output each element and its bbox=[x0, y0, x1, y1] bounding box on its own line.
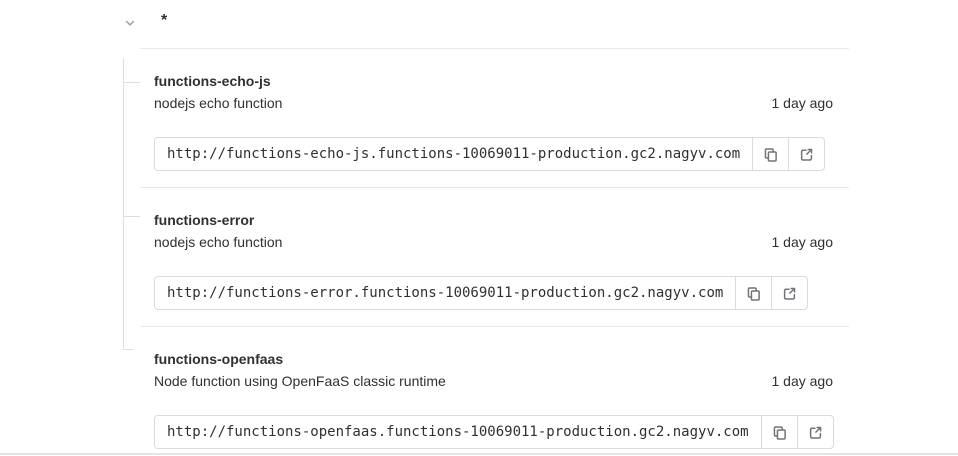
function-name: functions-echo-js bbox=[154, 73, 271, 89]
external-link-icon bbox=[799, 147, 814, 162]
function-updated-time: 1 day ago bbox=[771, 373, 834, 389]
open-url-button[interactable] bbox=[788, 137, 826, 171]
external-link-icon bbox=[808, 425, 823, 440]
function-description: nodejs echo function bbox=[154, 234, 283, 250]
copy-url-button[interactable] bbox=[735, 276, 773, 310]
copy-url-button[interactable] bbox=[752, 137, 790, 171]
function-row: functions-echo-js nodejs echo function 1… bbox=[140, 49, 849, 188]
tree-tick bbox=[124, 216, 140, 217]
function-row: functions-openfaas Node function using O… bbox=[140, 327, 849, 456]
copy-icon bbox=[772, 425, 787, 440]
open-url-button[interactable] bbox=[796, 415, 834, 449]
copy-icon bbox=[763, 147, 778, 162]
tree-guide-line bbox=[123, 58, 124, 350]
function-name: functions-error bbox=[154, 212, 255, 228]
function-updated-time: 1 day ago bbox=[771, 95, 834, 111]
function-description: Node function using OpenFaaS classic run… bbox=[154, 373, 446, 389]
environment-name: * bbox=[161, 12, 168, 29]
open-url-button[interactable] bbox=[771, 276, 809, 310]
function-url-input[interactable] bbox=[154, 137, 754, 171]
functions-list: functions-echo-js nodejs echo function 1… bbox=[140, 48, 849, 456]
function-meta: nodejs echo function 1 day ago bbox=[154, 95, 833, 111]
copy-icon bbox=[746, 286, 761, 301]
function-url-input[interactable] bbox=[154, 276, 737, 310]
tree-tick bbox=[124, 349, 133, 350]
copy-url-button[interactable] bbox=[760, 415, 798, 449]
function-row: functions-error nodejs echo function 1 d… bbox=[140, 188, 849, 327]
function-url-input[interactable] bbox=[154, 415, 762, 449]
page-bottom-border bbox=[0, 453, 958, 455]
chevron-down-icon[interactable] bbox=[122, 15, 138, 31]
function-meta: nodejs echo function 1 day ago bbox=[154, 234, 833, 250]
external-link-icon bbox=[782, 286, 797, 301]
function-updated-time: 1 day ago bbox=[771, 234, 834, 250]
function-description: nodejs echo function bbox=[154, 95, 283, 111]
function-url-group bbox=[154, 415, 834, 449]
tree-tick bbox=[124, 82, 140, 83]
function-meta: Node function using OpenFaaS classic run… bbox=[154, 373, 833, 389]
function-url-group bbox=[154, 276, 809, 310]
function-name: functions-openfaas bbox=[154, 351, 284, 367]
environment-header: * bbox=[0, 0, 958, 48]
function-url-group bbox=[154, 137, 826, 171]
